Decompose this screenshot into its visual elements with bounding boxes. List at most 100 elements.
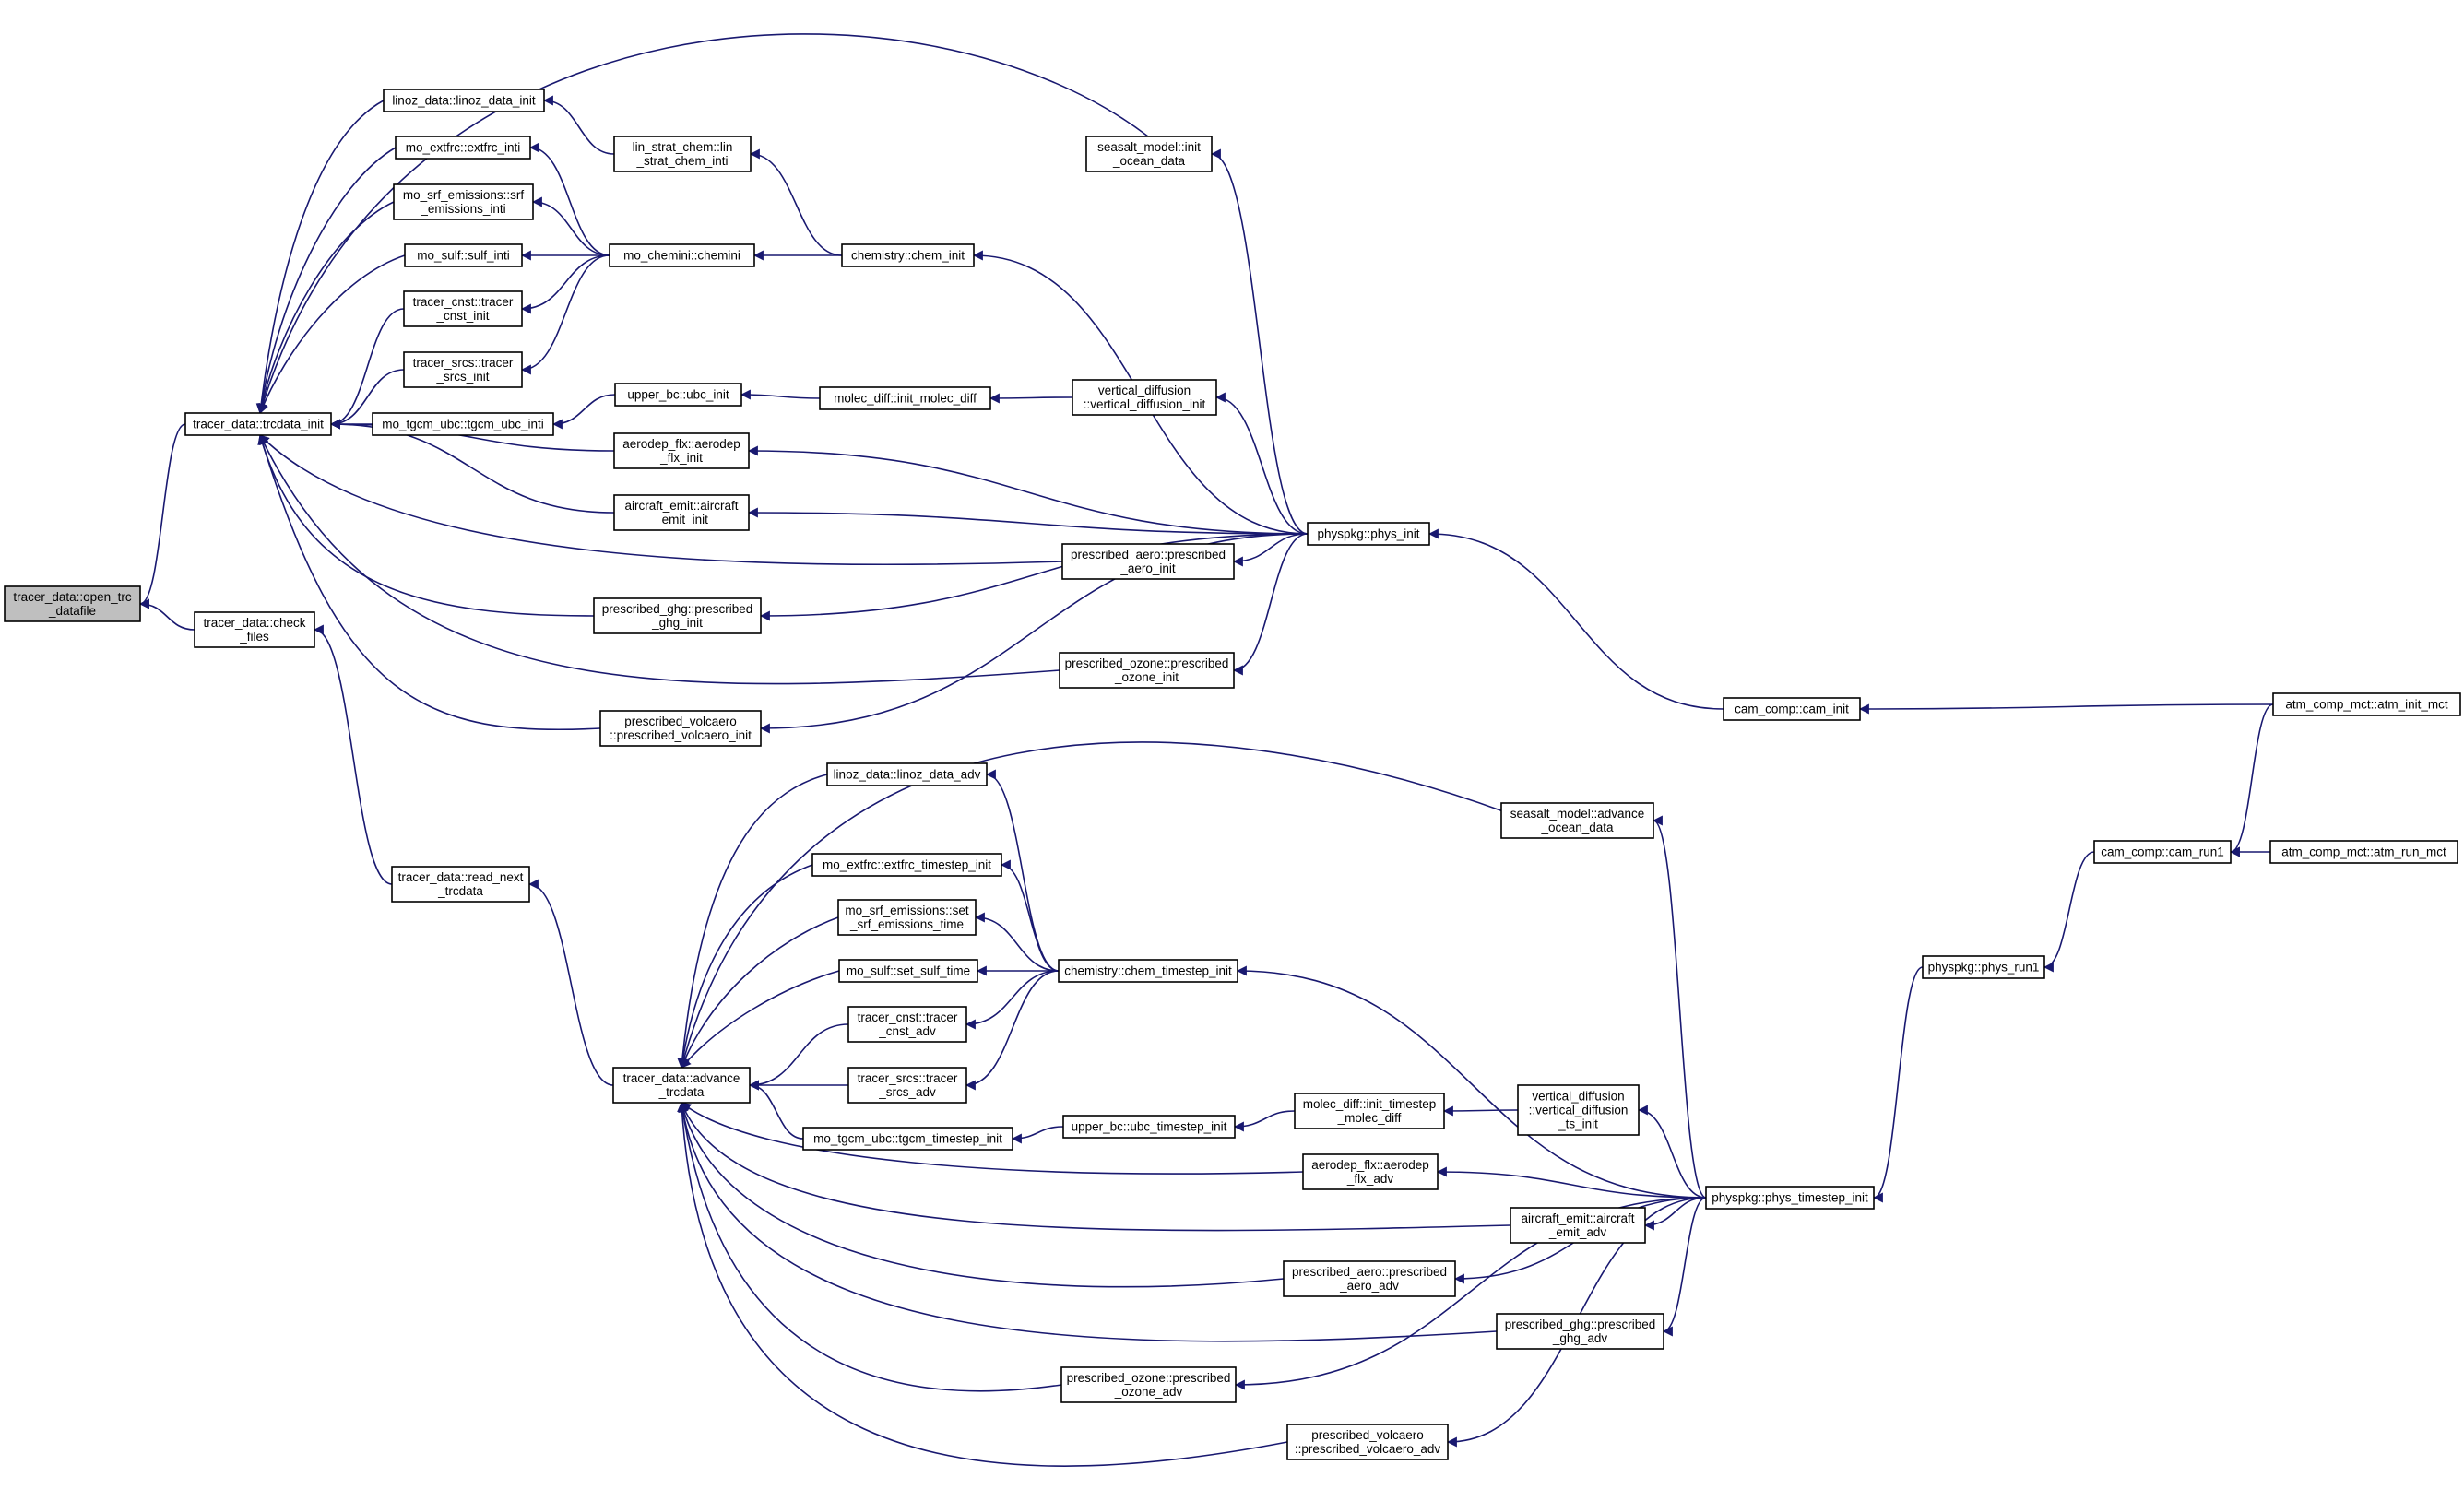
node-tracer-cnst-init[interactable]: tracer_cnst::tracer_cnst_init — [403, 290, 523, 327]
node-label-line: prescribed_ghg::prescribed — [602, 602, 753, 616]
node-box — [1307, 522, 1430, 546]
node-physpkg-phys-timestep-init[interactable]: physpkg::phys_timestep_init — [1705, 1186, 1875, 1210]
node-vertical-diffusion-init[interactable]: vertical_diffusion::vertical_diffusion_i… — [1072, 379, 1217, 416]
node-box — [614, 383, 742, 407]
call-edge-physpkg_phys_run1-to-physpkg_phys_timestep_init — [1872, 966, 1924, 1203]
node-label-line: physpkg::phys_run1 — [1928, 961, 2040, 975]
node-atm-comp-mct-atm-run-mct[interactable]: atm_comp_mct::atm_run_mct — [2269, 840, 2458, 864]
node-label-line: upper_bc::ubc_init — [627, 388, 729, 402]
node-mo-extfrc-extfrc-inti[interactable]: mo_extfrc::extfrc_inti — [395, 136, 531, 160]
node-label-line: prescribed_volcaero — [624, 715, 737, 728]
call-edge-prescribed_aero_adv-to-advance_trcdata — [679, 1101, 1285, 1288]
node-box — [1922, 955, 2045, 979]
call-edge-prescribed_ozone_init-to-trcdata_init — [259, 434, 1060, 685]
node-prescribed-ozone-adv[interactable]: prescribed_ozone::prescribed_ozone_adv — [1060, 1366, 1237, 1403]
node-label-line: atm_comp_mct::atm_run_mct — [2281, 845, 2446, 859]
call-edge-prescribed_ghg_adv-to-advance_trcdata — [678, 1101, 1498, 1342]
node-label-line: _ocean_data — [1540, 821, 1614, 834]
node-label-line: _strat_chem_inti — [635, 154, 728, 168]
node-label-line: mo_tgcm_ubc::tgcm_timestep_init — [813, 1132, 1002, 1146]
node-aerodep-flx-adv[interactable]: aerodep_flx::aerodep_flx_adv — [1302, 1153, 1439, 1190]
node-molec-diff-init-timestep-molec-diff[interactable]: molec_diff::init_timestep_molec_diff — [1294, 1093, 1445, 1129]
node-check-files[interactable]: tracer_data::check_files — [194, 611, 315, 648]
node-prescribed-aero-init[interactable]: prescribed_aero::prescribed_aero_init — [1061, 543, 1235, 580]
node-tracer-srcs-init[interactable]: tracer_srcs::tracer_srcs_init — [403, 351, 523, 388]
node-mo-srf-emissions-set-time[interactable]: mo_srf_emissions::set_srf_emissions_time — [837, 899, 977, 936]
node-box — [391, 866, 530, 903]
node-chemistry-chem-init[interactable]: chemistry::chem_init — [841, 243, 975, 267]
node-prescribed-volcaero-init[interactable]: prescribed_volcaero::prescribed_volcaero… — [599, 710, 762, 747]
node-label-line: _cnst_adv — [878, 1024, 936, 1038]
node-label-line: tracer_cnst::tracer — [858, 1010, 958, 1024]
node-tracer-cnst-adv[interactable]: tracer_cnst::tracer_cnst_adv — [847, 1006, 967, 1043]
node-mo-extfrc-timestep-init[interactable]: mo_extfrc::extfrc_timestep_init — [811, 853, 1002, 877]
node-prescribed-ozone-init[interactable]: prescribed_ozone::prescribed_ozone_init — [1059, 652, 1235, 689]
node-box — [1500, 802, 1654, 839]
node-linoz-data-init[interactable]: linoz_data::linoz_data_init — [383, 89, 545, 112]
node-label-line: _srf_emissions_time — [849, 917, 964, 931]
node-seasalt-model-advance-ocean-data[interactable]: seasalt_model::advance_ocean_data — [1500, 802, 1654, 839]
call-edge-physpkg_phys_init-to-prescribed_aero_init — [1232, 533, 1309, 567]
call-edge-aerodep_flx_adv-to-advance_trcdata — [681, 1102, 1304, 1175]
node-box — [395, 136, 531, 160]
node-prescribed-ghg-init[interactable]: prescribed_ghg::prescribed_ghg_init — [593, 597, 762, 634]
call-edge-linoz_data_adv-to-advance_trcdata — [677, 774, 828, 1069]
node-prescribed-volcaero-adv[interactable]: prescribed_volcaero::prescribed_volcaero… — [1286, 1424, 1449, 1460]
node-label-line: _aero_adv — [1339, 1279, 1399, 1293]
node-linoz-data-adv[interactable]: linoz_data::linoz_data_adv — [826, 762, 988, 786]
call-edge-mo_sulf_sulf_inti-to-trcdata_init — [258, 254, 406, 415]
call-edge-read_next_trcdata-to-check_files — [313, 624, 393, 885]
node-box — [403, 351, 523, 388]
node-label-line: cam_comp::cam_run1 — [2101, 845, 2224, 859]
node-aircraft-emit-adv[interactable]: aircraft_emit::aircraft_emit_adv — [1510, 1207, 1646, 1244]
node-advance-trcdata[interactable]: tracer_data::advance_trcdata — [612, 1067, 751, 1104]
node-upper-bc-ubc-init[interactable]: upper_bc::ubc_init — [614, 383, 742, 407]
node-physpkg-phys-init[interactable]: physpkg::phys_init — [1307, 522, 1430, 546]
node-molec-diff-init-molec-diff[interactable]: molec_diff::init_molec_diff — [819, 386, 991, 410]
node-vertical-diffusion-ts-init[interactable]: vertical_diffusion::vertical_diffusion_t… — [1517, 1084, 1640, 1136]
node-cam-comp-cam-run1[interactable]: cam_comp::cam_run1 — [2093, 840, 2232, 864]
node-box — [837, 899, 977, 936]
node-mo-tgcm-ubc-tgcm-ubc-inti[interactable]: mo_tgcm_ubc::tgcm_ubc_inti — [372, 412, 554, 436]
node-open-trc-datafile[interactable]: tracer_data::open_trc_datafile — [4, 585, 141, 622]
node-label-line: _emit_adv — [1548, 1225, 1607, 1239]
node-mo-tgcm-ubc-timestep-init[interactable]: mo_tgcm_ubc::tgcm_timestep_init — [802, 1127, 1013, 1151]
node-chemistry-chem-timestep-init[interactable]: chemistry::chem_timestep_init — [1058, 959, 1238, 983]
node-prescribed-ghg-adv[interactable]: prescribed_ghg::prescribed_ghg_adv — [1496, 1313, 1664, 1350]
node-cam-comp-cam-init[interactable]: cam_comp::cam_init — [1723, 697, 1861, 721]
node-label-line: aerodep_flx::aerodep — [1311, 1158, 1429, 1172]
node-aircraft-emit-aircraft-emit-init[interactable]: aircraft_emit::aircraft_emit_init — [613, 494, 750, 531]
node-upper-bc-ubc-timestep-init[interactable]: upper_bc::ubc_timestep_init — [1062, 1115, 1236, 1139]
node-box — [1705, 1186, 1875, 1210]
call-edge-mo_tgcm_ubc_timestep_init-to-advance_trcdata — [748, 1080, 804, 1140]
call-edge-mo_extfrc_timestep_init-to-advance_trcdata — [678, 864, 813, 1069]
node-tracer-srcs-adv[interactable]: tracer_srcs::tracer_srcs_adv — [847, 1067, 967, 1104]
node-label-line: lin_strat_chem::lin — [633, 140, 733, 154]
node-box — [613, 136, 752, 172]
node-label-line: molec_diff::init_molec_diff — [834, 392, 977, 406]
call-edge-prescribed_volcaero_adv-to-advance_trcdata — [677, 1101, 1288, 1467]
node-mo-srf-emissions-srf-emissions-inti[interactable]: mo_srf_emissions::srf_emissions_inti — [393, 183, 534, 220]
node-atm-comp-mct-atm-init-mct[interactable]: atm_comp_mct::atm_init_mct — [2272, 692, 2461, 716]
call-edge-physpkg_phys_timestep_init-to-chemistry_chem_timestep_init — [1236, 965, 1707, 1199]
node-mo-chemini-chemini[interactable]: mo_chemini::chemini — [609, 243, 755, 267]
call-edge-upper_bc_ubc_timestep_init-to-mo_tgcm_ubc_timestep_init — [1011, 1126, 1064, 1144]
node-label-line: cam_comp::cam_init — [1735, 703, 1849, 716]
call-edge-mo_srf_emissions_srf_emissions_inti-to-trcdata_init — [256, 201, 395, 415]
node-box — [1283, 1260, 1456, 1297]
node-mo-sulf-set-sulf-time[interactable]: mo_sulf::set_sulf_time — [838, 959, 978, 983]
node-read-next-trcdata[interactable]: tracer_data::read_next_trcdata — [391, 866, 530, 903]
node-label-line: mo_srf_emissions::set — [845, 904, 969, 917]
node-lin-strat-chem-inti[interactable]: lin_strat_chem::lin_strat_chem_inti — [613, 136, 752, 172]
node-seasalt-model-init-ocean-data[interactable]: seasalt_model::init_ocean_data — [1085, 136, 1213, 172]
call-edge-physpkg_phys_timestep_init-to-aerodep_flx_adv — [1436, 1166, 1707, 1199]
node-label-line: mo_tgcm_ubc::tgcm_ubc_inti — [382, 418, 544, 431]
node-label-line: _ghg_init — [651, 616, 703, 630]
node-aerodep-flx-aerodep-flx-init[interactable]: aerodep_flx::aerodep_flx_init — [613, 432, 750, 469]
node-label-line: prescribed_ghg::prescribed — [1505, 1318, 1656, 1331]
node-trcdata-init[interactable]: tracer_data::trcdata_init — [184, 412, 332, 436]
call-edge-atm_comp_mct_atm_init_mct-to-cam_comp_cam_init — [1858, 703, 2274, 715]
node-physpkg-phys-run1[interactable]: physpkg::phys_run1 — [1922, 955, 2045, 979]
node-mo-sulf-sulf-inti[interactable]: mo_sulf::sulf_inti — [404, 243, 523, 267]
node-prescribed-aero-adv[interactable]: prescribed_aero::prescribed_aero_adv — [1283, 1260, 1456, 1297]
